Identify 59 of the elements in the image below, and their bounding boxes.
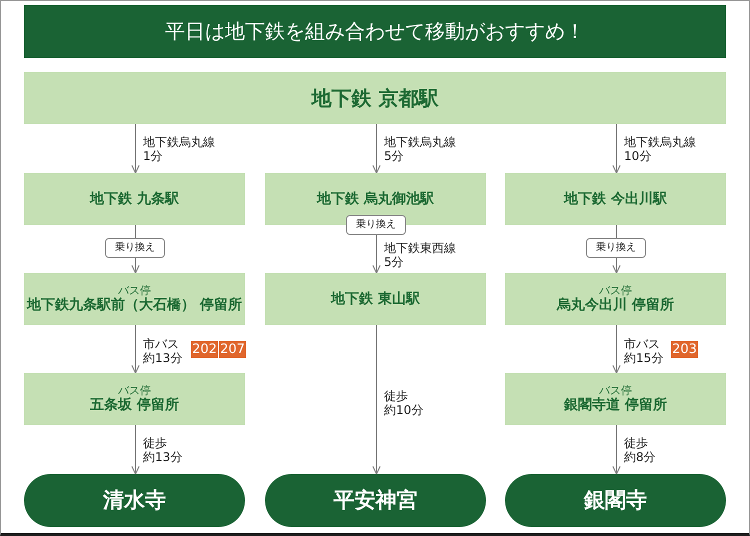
destination-pill [265, 474, 486, 527]
arrow [612, 258, 621, 274]
edge-label: 市バス約15分 [624, 337, 664, 366]
station-box [24, 72, 726, 124]
bus-stop-box [505, 373, 726, 425]
station-box [265, 273, 486, 325]
arrow [612, 124, 621, 174]
arrow [372, 124, 381, 174]
stop-type-label: バス停 [118, 384, 151, 397]
stop-type-label: バス停 [599, 284, 632, 297]
bus-stop-box [24, 373, 245, 425]
station-name: 地下鉄 東山駅 [331, 290, 420, 308]
bus-stop-name: 銀閣寺道 停留所 [564, 397, 667, 414]
destination-name: 清水寺 [103, 488, 166, 514]
transfer-label: 乗り換え [356, 219, 396, 231]
route-number: 202 [192, 342, 217, 358]
edge-label: 地下鉄烏丸線1分 [143, 135, 215, 164]
edge-label: 地下鉄烏丸線10分 [624, 135, 696, 164]
edge-label: 地下鉄東西線5分 [384, 241, 456, 270]
arrow [372, 324, 381, 475]
arrow [131, 124, 140, 174]
destination-pill [24, 474, 245, 527]
transfer-label: 乗り換え [596, 242, 636, 254]
bus-stop-name: 烏丸今出川 停留所 [557, 297, 674, 314]
route-number: 203 [672, 342, 697, 358]
bus-stop-name: 五条坂 停留所 [90, 397, 179, 414]
transfer-label: 乗り換え [115, 242, 155, 254]
arrow [612, 324, 621, 374]
bus-stop-box [24, 273, 245, 325]
station-name: 地下鉄 九条駅 [90, 190, 179, 208]
arrow [131, 258, 140, 274]
connector-line [616, 224, 617, 238]
bus-stop-name: 地下鉄九条駅前（大石橋） 停留所 [27, 297, 242, 314]
edge-label: 市バス約13分 [143, 337, 182, 366]
destination-name: 平安神宮 [334, 488, 418, 514]
edge-label: 徒歩約8分 [624, 436, 656, 465]
station-box [505, 173, 726, 225]
arrow [131, 424, 140, 475]
connector-line [135, 224, 136, 238]
station-box [24, 173, 245, 225]
arrow [372, 234, 381, 274]
edge-label: 徒歩約13分 [143, 436, 182, 465]
station-name: 地下鉄 京都駅 [312, 86, 438, 110]
station-name: 地下鉄 烏丸御池駅 [317, 190, 434, 208]
stop-type-label: バス停 [599, 384, 632, 397]
station-name: 地下鉄 今出川駅 [564, 190, 667, 208]
edge-label: 地下鉄烏丸線5分 [384, 135, 456, 164]
destination-name: 銀閣寺 [584, 488, 647, 514]
arrow [131, 324, 140, 374]
transfer-tag [586, 238, 646, 258]
route-number: 207 [220, 342, 245, 358]
transfer-tag [105, 238, 165, 258]
arrow [612, 424, 621, 475]
stop-type-label: バス停 [118, 284, 151, 297]
edge-label: 徒歩約10分 [384, 389, 424, 418]
bus-stop-box [505, 273, 726, 325]
title-banner: 平日は地下鉄を組み合わせて移動がおすすめ！ [24, 5, 726, 58]
destination-pill [505, 474, 726, 527]
transfer-tag [346, 215, 406, 235]
